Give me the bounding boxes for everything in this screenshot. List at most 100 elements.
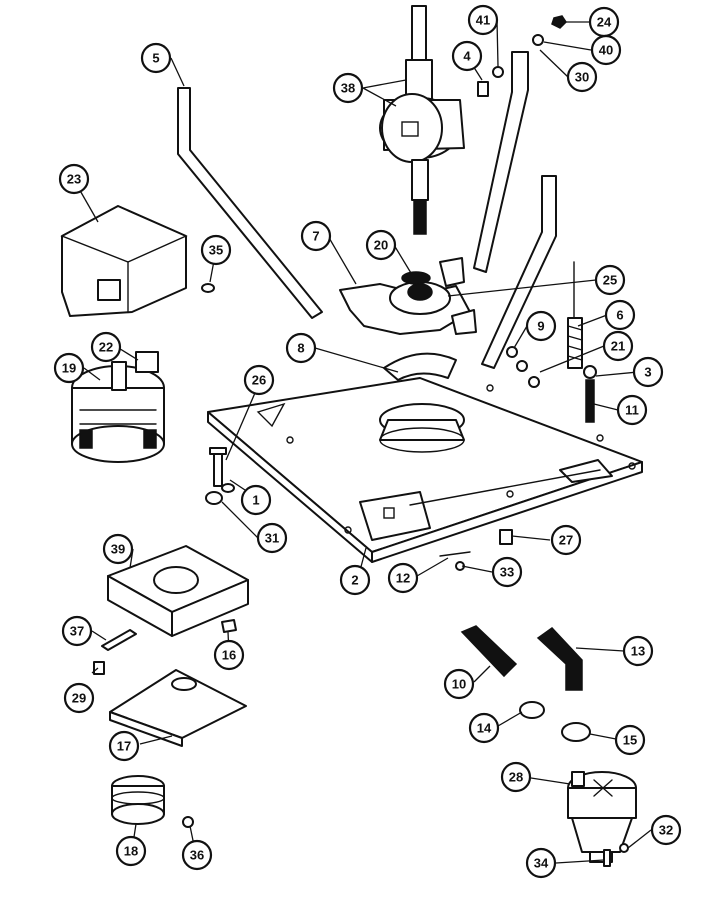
- callout-29: 29: [63, 682, 95, 714]
- callout-6: 6: [604, 299, 636, 331]
- callout-label: 15: [623, 733, 637, 748]
- callout-label: 10: [452, 677, 466, 692]
- callout-label: 39: [111, 542, 125, 557]
- callout-3: 3: [632, 356, 664, 388]
- bolt-4: [477, 81, 489, 97]
- hose-13: [536, 627, 583, 691]
- screw-36: [182, 816, 194, 828]
- callout-31: 31: [256, 522, 288, 554]
- bolt-9-21: [506, 346, 540, 388]
- callout-19: 19: [53, 352, 85, 384]
- callout-label: 21: [611, 339, 625, 354]
- foot-31: [205, 491, 223, 505]
- washer-1: [221, 483, 235, 493]
- callout-label: 8: [297, 341, 304, 356]
- callout-33: 33: [491, 556, 523, 588]
- callout-37: 37: [61, 615, 93, 647]
- callout-22: 22: [90, 331, 122, 363]
- callout-12: 12: [387, 562, 419, 594]
- callout-label: 24: [597, 15, 612, 30]
- callout-1: 1: [240, 484, 272, 516]
- callout-25: 25: [594, 264, 626, 296]
- callout-18: 18: [115, 835, 147, 867]
- callout-39: 39: [102, 533, 134, 565]
- callout-label: 27: [559, 533, 573, 548]
- bolt-3: [583, 365, 597, 379]
- callout-label: 1: [252, 493, 259, 508]
- callout-27: 27: [550, 524, 582, 556]
- callout-label: 18: [124, 844, 138, 859]
- rod-11: [585, 379, 595, 423]
- callout-11: 11: [616, 394, 648, 426]
- nut-24: [551, 15, 567, 29]
- callout-10: 10: [443, 668, 475, 700]
- cover-23: [60, 205, 188, 317]
- callout-label: 9: [537, 319, 544, 334]
- callout-label: 11: [625, 403, 639, 418]
- transmission: [379, 5, 465, 235]
- callout-21: 21: [602, 330, 634, 362]
- callout-label: 16: [222, 648, 236, 663]
- spring-6: [567, 261, 583, 369]
- callout-5: 5: [140, 42, 172, 74]
- screw-32: [619, 843, 629, 853]
- callout-17: 17: [108, 730, 140, 762]
- capacitor-22: [135, 351, 159, 373]
- callout-label: 30: [575, 70, 589, 85]
- callout-16: 16: [213, 639, 245, 671]
- callout-label: 37: [70, 624, 84, 639]
- callout-label: 7: [312, 229, 319, 244]
- callout-38: 38: [332, 72, 364, 104]
- clip-29: [93, 661, 105, 675]
- callout-label: 23: [67, 172, 81, 187]
- screw-35: [201, 283, 215, 293]
- callout-15: 15: [614, 724, 646, 756]
- callout-label: 4: [463, 49, 471, 64]
- callout-23: 23: [58, 163, 90, 195]
- callout-28: 28: [500, 761, 532, 793]
- callout-7: 7: [300, 220, 332, 252]
- callout-35: 35: [200, 234, 232, 266]
- callout-label: 34: [534, 856, 549, 871]
- suspension-strap-left: [177, 87, 323, 319]
- motor-19: [71, 361, 165, 463]
- spring-37: [101, 629, 137, 651]
- callout-label: 26: [252, 373, 266, 388]
- washer-20: [401, 271, 431, 285]
- callout-24: 24: [588, 6, 620, 38]
- pump-28: [567, 771, 637, 863]
- clip-12: [439, 551, 471, 557]
- callout-label: 5: [152, 51, 159, 66]
- fitting-27: [499, 529, 513, 545]
- nut-16: [221, 619, 237, 633]
- callout-label: 12: [396, 571, 410, 586]
- callout-label: 36: [190, 848, 204, 863]
- washer-40: [532, 34, 544, 46]
- motor-mount-39: [107, 545, 249, 637]
- callout-label: 38: [341, 81, 355, 96]
- callout-label: 25: [603, 273, 617, 288]
- callout-4: 4: [451, 40, 483, 72]
- screw-34: [603, 849, 611, 867]
- callout-14: 14: [468, 712, 500, 744]
- callout-label: 41: [476, 13, 490, 28]
- clamp-15: [561, 722, 591, 742]
- callout-label: 3: [644, 365, 651, 380]
- hose-10: [460, 625, 518, 678]
- callout-label: 19: [62, 361, 76, 376]
- callout-40: 40: [590, 34, 622, 66]
- bolt-26: [209, 447, 227, 487]
- callout-label: 40: [599, 43, 613, 58]
- callout-41: 41: [467, 4, 499, 36]
- callout-32: 32: [650, 814, 682, 846]
- callout-label: 2: [351, 573, 358, 588]
- callout-label: 33: [500, 565, 514, 580]
- clamp-14: [519, 701, 545, 719]
- callout-13: 13: [622, 635, 654, 667]
- callout-2: 2: [339, 564, 371, 596]
- callout-label: 14: [477, 721, 492, 736]
- callout-34: 34: [525, 847, 557, 879]
- base-plate: [207, 377, 643, 563]
- callout-label: 6: [616, 308, 623, 323]
